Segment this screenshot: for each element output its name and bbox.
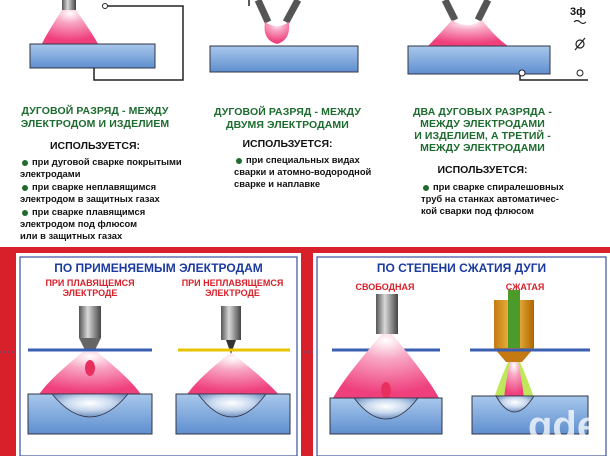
- col1-caption-line1: ДУГОВОЙ РАЗРЯД - МЕЖДУ: [21, 105, 169, 117]
- circuit-wire: [93, 5, 184, 81]
- col2-caption-line2: ДВУМЯ ЭЛЕКТРОДАМИ: [226, 119, 349, 131]
- diagram-arc-electrode-workpiece: [29, 0, 184, 81]
- left-sub1-line1: ПРИ ПЛАВЯЩЕМСЯ: [45, 278, 135, 288]
- col2-item1-line2: сварки и атомно-водородной: [234, 166, 372, 177]
- bullet-icon: [423, 185, 429, 191]
- electrode: [79, 306, 101, 338]
- col3-uses-label: ИСПОЛЬЗУЕТСЯ:: [437, 164, 528, 176]
- bullet-icon: [22, 210, 28, 216]
- col1-caption-line2: ЭЛЕКТРОДОМ И ИЗДЕЛИЕМ: [20, 118, 170, 130]
- electrode: [62, 0, 76, 10]
- workpiece: [209, 45, 359, 73]
- arc: [264, 22, 290, 44]
- left-panel-title: ПО ПРИМЕНЯЕМЫМ ЭЛЕКТРОДАМ: [54, 261, 263, 275]
- top-panel: [0, 0, 610, 247]
- arc: [428, 20, 508, 46]
- col1-uses-label: ИСПОЛЬЗУЕТСЯ:: [50, 140, 140, 152]
- diagram-three-phase-arc: [407, 0, 588, 81]
- phase-symbol-icon: [575, 39, 585, 49]
- gas-channel: [508, 290, 520, 348]
- col3-caption-line2: МЕЖДУ ЭЛЕКТРОДАМИ: [420, 118, 545, 130]
- watermark-domain: .ru: [590, 438, 603, 450]
- right-sub1: СВОБОДНАЯ: [355, 282, 415, 292]
- terminal: [102, 3, 108, 9]
- arc: [504, 362, 524, 398]
- diagram-non-consumable-electrode: [175, 306, 291, 435]
- diagram-constricted-arc: [470, 290, 590, 435]
- diagram-free-arc: [329, 294, 443, 435]
- left-sub2-line2: ЭЛЕКТРОДЕ: [205, 288, 260, 298]
- col2-caption-line1: ДУГОВОЙ РАЗРЯД - МЕЖДУ: [214, 106, 361, 118]
- weld-pool: [197, 393, 267, 418]
- arc: [186, 354, 280, 396]
- col1-item2-line2: электродом в защитных газах: [20, 193, 160, 204]
- workpiece: [407, 45, 551, 75]
- terminal: [576, 69, 584, 77]
- weld-pool: [51, 393, 129, 418]
- electrode-left: [254, 0, 272, 24]
- col1-item2-line1: при сварке неплавящимся: [32, 181, 157, 192]
- col1-item1-line2: электродами: [20, 168, 81, 179]
- terminal: [518, 69, 526, 77]
- col3-item1-line1: при сварке спиралешовных: [433, 181, 564, 192]
- left-sub1-line2: ЭЛЕКТРОДЕ: [62, 288, 118, 298]
- arc: [42, 10, 98, 44]
- bullet-icon: [22, 185, 28, 191]
- watermark-logo: gde: [528, 404, 600, 448]
- electrode-left: [441, 0, 459, 22]
- col2-item1-line1: при специальных видах: [246, 154, 360, 165]
- col2-item1-line3: сварке и наплавке: [234, 178, 321, 189]
- col1-item3-line2: электродом под флюсом: [20, 218, 138, 229]
- col3-item1-line2: труб на станках автоматичес-: [421, 193, 559, 204]
- left-panel-border: [19, 256, 298, 456]
- bullet-icon: [22, 160, 28, 166]
- phase-label: 3ф: [570, 6, 586, 18]
- workpiece: [29, 43, 156, 69]
- col1-item3-line3: или в защитных газах: [20, 230, 123, 241]
- col2-uses-label: ИСПОЛЬЗУЕТСЯ:: [242, 138, 333, 150]
- col3-caption-line3: И ИЗДЕЛИЕМ, А ТРЕТИЙ -: [414, 130, 551, 142]
- circuit-wire: [519, 74, 588, 81]
- left-sub2-line1: ПРИ НЕПЛАВЯЩЕМСЯ: [181, 278, 284, 288]
- bullet-icon: [236, 158, 242, 164]
- electrode-right: [282, 0, 302, 24]
- col3-caption-line4: МЕЖДУ ЭЛЕКТРОДАМИ: [420, 142, 545, 154]
- col3-caption-line1: ДВА ДУГОВЫХ РАЗРЯДА -: [412, 106, 553, 118]
- electrode: [221, 306, 241, 340]
- col1-item1-line1: при дуговой сварке покрытыми: [32, 156, 182, 167]
- electrode-right: [474, 0, 492, 22]
- col3-item1-line3: кой сварки под флюсом: [421, 205, 534, 216]
- arc: [332, 334, 440, 400]
- right-panel-border: [316, 256, 607, 456]
- col1-item3-line1: при сварке плавящимся: [32, 206, 146, 217]
- weld-pool: [495, 395, 535, 413]
- right-sub2: СЖАТАЯ: [505, 282, 545, 292]
- ac-symbol-icon: [573, 19, 587, 25]
- weld-pool: [353, 397, 419, 420]
- right-panel-title: ПО СТЕПЕНИ СЖАТИЯ ДУГИ: [376, 261, 547, 275]
- diagram-arc-two-electrodes: [209, 0, 359, 73]
- electrode: [376, 294, 398, 334]
- diagram-consumable-electrode: [27, 306, 153, 435]
